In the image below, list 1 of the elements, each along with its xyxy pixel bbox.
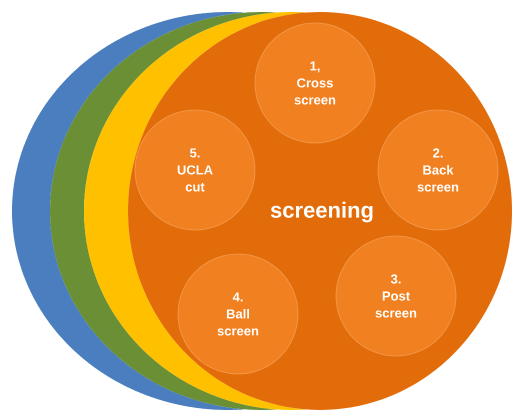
title-text: screening (270, 202, 372, 222)
